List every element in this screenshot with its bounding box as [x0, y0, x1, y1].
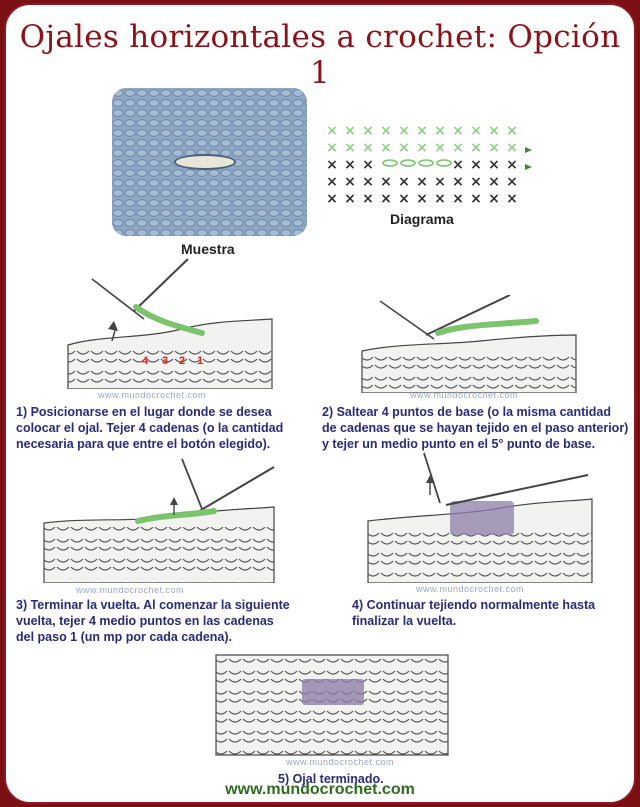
svg-text:×: × — [488, 174, 500, 190]
svg-text:×: × — [326, 140, 338, 156]
svg-text:×: × — [452, 157, 464, 173]
svg-text:×: × — [326, 191, 338, 207]
svg-text:×: × — [470, 191, 482, 207]
svg-text:×: × — [470, 140, 482, 156]
step3-illustration — [43, 458, 275, 583]
swatch-label: Muestra — [181, 241, 235, 257]
svg-text:×: × — [506, 123, 518, 139]
svg-text:×: × — [452, 191, 464, 207]
svg-text:×: × — [380, 123, 392, 139]
svg-text:×: × — [344, 123, 356, 139]
svg-text:×: × — [434, 140, 446, 156]
buttonhole — [174, 154, 236, 170]
step2-illustration — [361, 295, 577, 393]
svg-text:×: × — [470, 157, 482, 173]
watermark: www.mundocrochet.com — [416, 584, 525, 594]
svg-text:×: × — [488, 157, 500, 173]
watermark: www.mundocrochet.com — [98, 390, 207, 400]
chain-count-labels: 4 3 2 1 — [142, 355, 203, 367]
stitch-diagram: ××××××××××× ××××××××××× ××××××× ××××××××… — [326, 123, 532, 207]
svg-text:×: × — [326, 157, 338, 173]
svg-text:×: × — [380, 140, 392, 156]
svg-text:×: × — [344, 140, 356, 156]
step4-illustration — [367, 452, 593, 583]
svg-text:×: × — [362, 157, 374, 173]
watermark: www.mundocrochet.com — [410, 390, 519, 400]
svg-text:×: × — [488, 191, 500, 207]
svg-text:×: × — [434, 123, 446, 139]
watermark: www.mundocrochet.com — [286, 757, 395, 767]
svg-text:×: × — [506, 174, 518, 190]
chain-number: 2 — [179, 355, 185, 367]
svg-text:×: × — [416, 191, 428, 207]
diagram-label: Diagrama — [390, 211, 454, 227]
watermark: www.mundocrochet.com — [76, 585, 185, 595]
svg-text:×: × — [452, 174, 464, 190]
svg-text:×: × — [326, 123, 338, 139]
chain-number: 4 — [142, 355, 149, 367]
svg-text:×: × — [488, 140, 500, 156]
svg-text:×: × — [326, 174, 338, 190]
svg-text:×: × — [506, 191, 518, 207]
svg-text:×: × — [416, 123, 428, 139]
svg-text:×: × — [362, 140, 374, 156]
svg-text:×: × — [362, 191, 374, 207]
step4-caption: 4) Continuar tejiendo normalmente hasta … — [352, 598, 596, 628]
chain-number: 3 — [162, 355, 168, 367]
step2-caption: 2) Saltear 4 puntos de base (o la misma … — [322, 405, 629, 451]
svg-text:×: × — [434, 174, 446, 190]
step1-caption: 1) Posicionarse en el lugar donde se des… — [16, 405, 284, 451]
svg-text:×: × — [344, 157, 356, 173]
svg-text:×: × — [398, 174, 410, 190]
step1-illustration: 4 3 2 1 — [67, 258, 273, 389]
page-card: Ojales horizontales a crochet: Opción 1 … — [4, 3, 636, 804]
svg-text:×: × — [434, 191, 446, 207]
svg-text:×: × — [362, 174, 374, 190]
svg-text:×: × — [416, 140, 428, 156]
chain-number: 1 — [197, 355, 203, 367]
svg-text:×: × — [506, 157, 518, 173]
svg-text:×: × — [398, 191, 410, 207]
swatch-photo — [112, 88, 307, 236]
svg-text:×: × — [470, 174, 482, 190]
svg-text:×: × — [344, 191, 356, 207]
step5-illustration — [215, 654, 449, 756]
svg-text:×: × — [398, 140, 410, 156]
svg-text:×: × — [344, 174, 356, 190]
footer-url[interactable]: www.mundocrochet.com — [225, 781, 415, 798]
svg-text:×: × — [416, 174, 428, 190]
svg-text:×: × — [506, 140, 518, 156]
svg-text:×: × — [452, 140, 464, 156]
svg-text:×: × — [380, 174, 392, 190]
svg-text:×: × — [398, 123, 410, 139]
svg-text:×: × — [452, 123, 464, 139]
svg-text:×: × — [488, 123, 500, 139]
svg-text:×: × — [362, 123, 374, 139]
step5-caption: 5) Ojal terminado. — [278, 772, 384, 786]
svg-text:×: × — [380, 191, 392, 207]
step3-caption: 3) Terminar la vuelta. Al comenzar la si… — [16, 598, 290, 644]
svg-text:×: × — [470, 123, 482, 139]
page-title: Ojales horizontales a crochet: Opción 1 — [19, 19, 621, 91]
